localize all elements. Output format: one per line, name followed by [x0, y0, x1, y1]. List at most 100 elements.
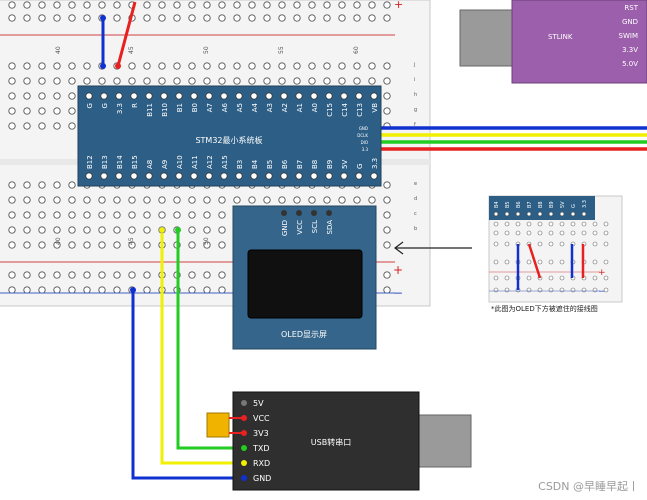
breadboard-hole	[23, 1, 31, 9]
breadboard-hole	[68, 1, 76, 9]
stlink-pin-label: SWIM	[619, 32, 638, 40]
breadboard-hole	[248, 62, 256, 70]
breadboard-hole	[368, 14, 376, 22]
usb-plug	[415, 414, 472, 468]
breadboard-hole	[278, 62, 286, 70]
inset-pin-label: B5	[505, 201, 511, 208]
inset-hole	[592, 241, 598, 247]
stm32-pin-label: C13	[356, 103, 364, 117]
breadboard-hole	[188, 241, 196, 249]
breadboard-hole	[23, 122, 31, 130]
usb-pin-label: RXD	[253, 459, 270, 468]
stm32-pin	[190, 172, 198, 180]
breadboard-hole	[323, 14, 331, 22]
breadboard-hole	[128, 77, 136, 85]
breadboard-hole	[248, 1, 256, 9]
breadboard-hole	[83, 271, 91, 279]
oled-pin-label: VCC	[296, 220, 304, 235]
stm32-pin	[250, 172, 258, 180]
inset-hole	[526, 259, 532, 265]
stm32-pin-label: A10	[176, 155, 184, 169]
breadboard-hole	[218, 286, 226, 294]
breadboard-hole	[68, 211, 76, 219]
inset-hole	[548, 259, 554, 265]
stlink-pin-label: RST	[624, 4, 638, 12]
breadboard-hole	[293, 14, 301, 22]
breadboard-hole	[68, 62, 76, 70]
stm32-pin	[265, 172, 273, 180]
breadboard-hole	[23, 286, 31, 294]
breadboard-hole	[83, 1, 91, 9]
breadboard-hole	[338, 77, 346, 85]
breadboard-hole	[53, 122, 61, 130]
inset-pin-label: 3.3	[582, 200, 588, 208]
stm32-pin-label: B14	[116, 155, 124, 169]
breadboard-hole	[83, 226, 91, 234]
breadboard-hole	[68, 241, 76, 249]
inset-pin-label: G	[571, 204, 577, 208]
breadboard-hole	[383, 286, 391, 294]
stm32-pin	[160, 92, 168, 100]
stm32-pin-label: B6	[281, 159, 289, 169]
breadboard-hole	[308, 196, 316, 204]
breadboard-hole	[8, 211, 16, 219]
usb-label: USB转串口	[311, 437, 351, 447]
breadboard-hole	[98, 226, 106, 234]
stm32-pin-label: G	[356, 164, 364, 169]
breadboard-hole	[248, 77, 256, 85]
breadboard-hole	[53, 107, 61, 115]
breadboard-hole	[113, 241, 121, 249]
inset-hole	[592, 259, 598, 265]
breadboard-hole	[53, 196, 61, 204]
breadboard-hole	[293, 77, 301, 85]
breadboard-hole	[203, 14, 211, 22]
breadboard-hole	[263, 1, 271, 9]
oled-pin-label: SDA	[326, 220, 334, 235]
inset-hole	[603, 230, 609, 236]
breadboard-hole	[338, 62, 346, 70]
breadboard-hole	[158, 1, 166, 9]
breadboard-hole	[68, 196, 76, 204]
col-number: 60	[353, 46, 360, 54]
inset-hole	[592, 287, 598, 293]
inset-hole	[603, 241, 609, 247]
breadboard-hole	[8, 92, 16, 100]
row-letter: b	[414, 226, 417, 232]
breadboard-hole	[263, 14, 271, 22]
breadboard-hole	[383, 62, 391, 70]
breadboard-hole	[203, 286, 211, 294]
stm32-pin-label: G	[86, 103, 94, 108]
breadboard-hole	[308, 77, 316, 85]
breadboard-hole	[338, 14, 346, 22]
breadboard-hole	[158, 62, 166, 70]
stm32-pin-label: A12	[206, 155, 214, 169]
breadboard-hole	[383, 241, 391, 249]
inset-hole	[548, 241, 554, 247]
breadboard-hole	[293, 1, 301, 9]
breadboard-hole	[263, 77, 271, 85]
breadboard-hole	[38, 196, 46, 204]
inset-pin	[570, 211, 576, 217]
oled-label: OLED显示屏	[281, 330, 327, 339]
stm32-pin	[115, 92, 123, 100]
inset-pin	[559, 211, 565, 217]
inset-hole	[493, 259, 499, 265]
breadboard-hole	[233, 14, 241, 22]
inset-hole	[526, 230, 532, 236]
inset-hole	[537, 259, 543, 265]
breadboard-hole	[8, 271, 16, 279]
jumper-wire-red-top	[116, 1, 137, 67]
inset-pin	[504, 211, 510, 217]
breadboard-hole	[203, 77, 211, 85]
breadboard-hole	[128, 211, 136, 219]
breadboard-hole	[53, 211, 61, 219]
breadboard-hole	[98, 77, 106, 85]
breadboard-hole	[218, 1, 226, 9]
inset-hole	[603, 221, 609, 227]
breadboard-hole	[128, 241, 136, 249]
stm32-pin	[220, 172, 228, 180]
breadboard-hole	[383, 181, 391, 189]
stm32-pin	[190, 92, 198, 100]
breadboard-hole	[23, 181, 31, 189]
